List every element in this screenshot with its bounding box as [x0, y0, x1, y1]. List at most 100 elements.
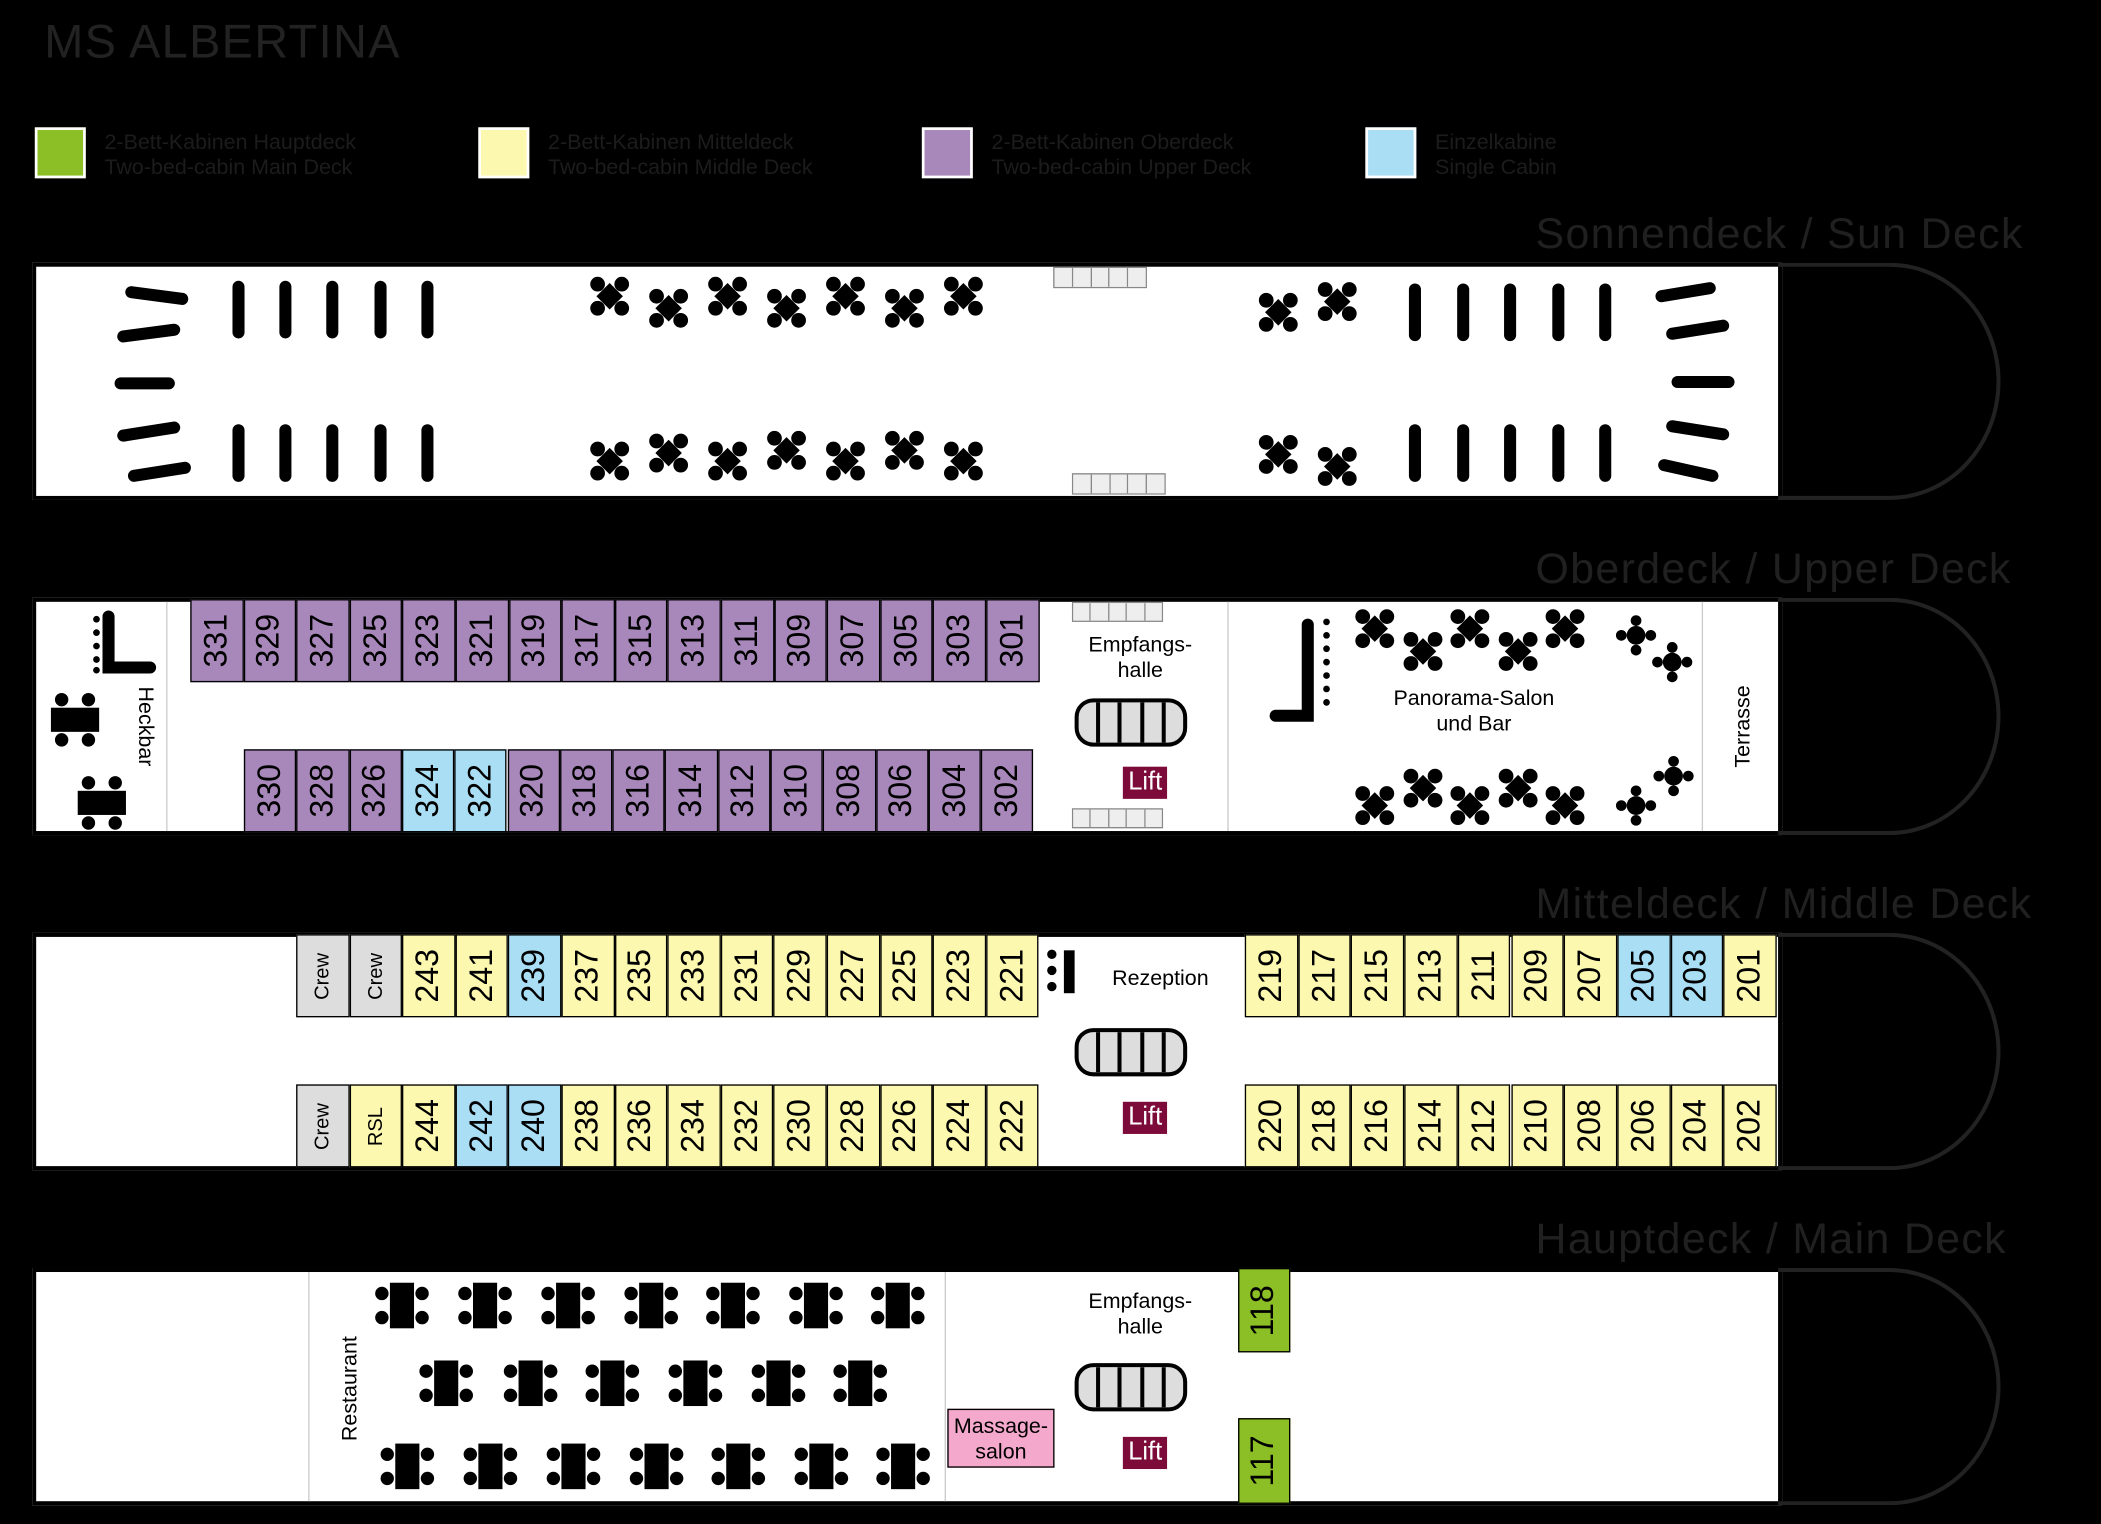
cabin[interactable]: 222: [985, 1084, 1039, 1168]
cabin[interactable]: 202: [1723, 1084, 1777, 1168]
cabin[interactable]: 216: [1351, 1084, 1405, 1168]
cabin[interactable]: 238: [561, 1084, 615, 1168]
cabin[interactable]: 312: [717, 749, 771, 833]
cabin[interactable]: 318: [559, 749, 613, 833]
cabin[interactable]: 206: [1617, 1084, 1671, 1168]
cabin[interactable]: 218: [1297, 1084, 1352, 1168]
cabin[interactable]: 309: [773, 599, 827, 683]
cabin[interactable]: 308: [823, 749, 876, 833]
dining-table: [833, 1360, 888, 1407]
cabin[interactable]: 205: [1617, 934, 1671, 1018]
chair: [1645, 800, 1657, 811]
cabin[interactable]: 319: [508, 599, 562, 683]
cabin[interactable]: 207: [1563, 934, 1618, 1018]
cabin[interactable]: 331: [190, 599, 244, 683]
cabin[interactable]: 326: [349, 749, 402, 833]
cabin[interactable]: 232: [720, 1084, 774, 1168]
cabin[interactable]: 315: [614, 599, 668, 683]
cabin[interactable]: 231: [720, 934, 774, 1018]
cabin[interactable]: 243: [402, 934, 456, 1018]
cabin[interactable]: 313: [667, 599, 721, 683]
cabin[interactable]: 325: [349, 599, 403, 683]
chair: [1668, 755, 1679, 767]
cabin[interactable]: 241: [455, 934, 509, 1018]
round-table: [1626, 796, 1646, 815]
cabin[interactable]: 242: [455, 1084, 509, 1168]
legend-swatch: [478, 127, 530, 179]
cabin[interactable]: 306: [875, 749, 929, 833]
cabin[interactable]: 217: [1297, 934, 1352, 1018]
cabin[interactable]: 327: [296, 599, 350, 683]
cabin[interactable]: 223: [932, 934, 986, 1018]
cabin[interactable]: 215: [1351, 934, 1405, 1018]
cabin[interactable]: 236: [614, 1084, 668, 1168]
cabin[interactable]: 240: [508, 1084, 562, 1168]
cabin[interactable]: 226: [879, 1084, 933, 1168]
cabin[interactable]: 209: [1510, 934, 1564, 1018]
cabin[interactable]: 302: [981, 749, 1034, 833]
cabin[interactable]: 237: [561, 934, 615, 1018]
middle-deck-bow: [1778, 932, 2001, 1171]
cabin[interactable]: 224: [932, 1084, 986, 1168]
cabin[interactable]: 227: [826, 934, 880, 1018]
cabin[interactable]: 229: [773, 934, 827, 1018]
cabin[interactable]: 317: [561, 599, 615, 683]
bar-stool: [1323, 699, 1330, 706]
cabin[interactable]: 304: [928, 749, 982, 833]
cabin[interactable]: 208: [1563, 1084, 1618, 1168]
cabin-117[interactable]: 117: [1238, 1418, 1291, 1504]
cabin[interactable]: 311: [720, 599, 774, 683]
cabin[interactable]: 305: [880, 599, 934, 683]
round-table: [1664, 766, 1683, 786]
sun-deck-stairs-bottom: [1071, 473, 1166, 495]
cabin[interactable]: 301: [986, 599, 1040, 683]
dining-table: [870, 1282, 925, 1329]
cabin[interactable]: 230: [773, 1084, 827, 1168]
cabin[interactable]: 307: [826, 599, 881, 683]
cabin[interactable]: 204: [1670, 1084, 1724, 1168]
cabin[interactable]: 323: [402, 599, 456, 683]
cabin[interactable]: 314: [665, 749, 718, 833]
sun-lounger: [1655, 282, 1716, 303]
cabin[interactable]: 321: [455, 599, 509, 683]
service-room: Crew: [296, 1084, 350, 1168]
cabin[interactable]: 324: [401, 749, 455, 833]
legend-swatch: [921, 127, 973, 179]
cabin[interactable]: 228: [826, 1084, 880, 1168]
cabin[interactable]: 213: [1404, 934, 1458, 1018]
cabin[interactable]: 239: [508, 934, 562, 1018]
chair: [1615, 800, 1627, 811]
cabin[interactable]: 225: [879, 934, 933, 1018]
cabin[interactable]: 212: [1457, 1084, 1511, 1168]
cabin[interactable]: 303: [933, 599, 987, 683]
cabin[interactable]: 329: [243, 599, 297, 683]
cabin[interactable]: 328: [296, 749, 350, 833]
cabin[interactable]: 320: [507, 749, 560, 833]
cabin[interactable]: 322: [454, 749, 508, 833]
cabin[interactable]: 330: [243, 749, 297, 833]
cabin[interactable]: 235: [614, 934, 668, 1018]
dining-table: [375, 1282, 429, 1329]
cabin[interactable]: 219: [1244, 934, 1298, 1018]
cabin[interactable]: 316: [612, 749, 666, 833]
upper-elevator: [1074, 698, 1188, 747]
cabin-118[interactable]: 118: [1238, 1267, 1291, 1353]
cabin[interactable]: 244: [402, 1084, 456, 1168]
cabin[interactable]: 233: [667, 934, 721, 1018]
cabin[interactable]: 214: [1404, 1084, 1458, 1168]
cabin[interactable]: 221: [985, 934, 1039, 1018]
cabin[interactable]: 203: [1670, 934, 1724, 1018]
cabin[interactable]: 210: [1510, 1084, 1564, 1168]
dining-table: [668, 1360, 723, 1407]
cabin[interactable]: 220: [1244, 1084, 1298, 1168]
chair: [1682, 770, 1694, 782]
cabin[interactable]: 211: [1457, 934, 1511, 1018]
cabin[interactable]: 234: [667, 1084, 721, 1168]
dining-table: [629, 1443, 684, 1490]
cabin[interactable]: 310: [770, 749, 824, 833]
cabin[interactable]: 201: [1723, 934, 1777, 1018]
